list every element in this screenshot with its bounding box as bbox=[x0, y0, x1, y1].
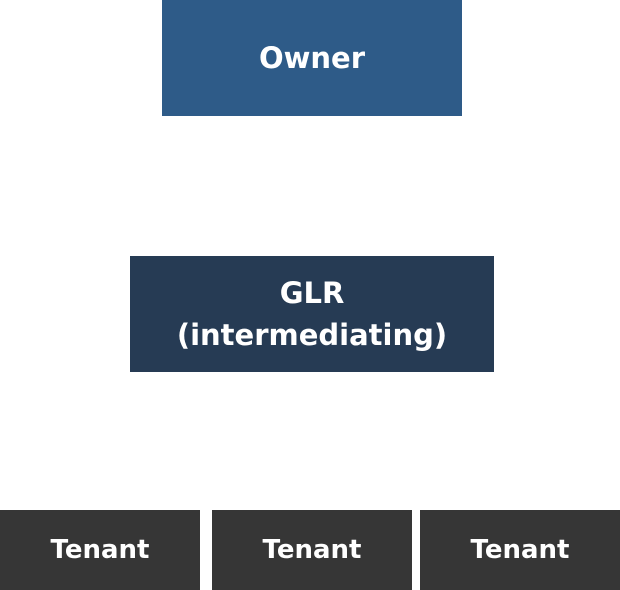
tenant-label: Tenant bbox=[470, 535, 570, 565]
owner-box: Owner bbox=[162, 0, 462, 116]
tenant-box-1: Tenant bbox=[0, 510, 200, 590]
owner-label: Owner bbox=[258, 41, 366, 75]
tenant-box-2: Tenant bbox=[212, 510, 412, 590]
glr-box: GLR (intermediating) bbox=[130, 256, 494, 372]
tenant-label: Tenant bbox=[50, 535, 150, 565]
glr-sublabel: (intermediating) bbox=[176, 318, 448, 352]
tenant-label: Tenant bbox=[262, 535, 362, 565]
tenant-box-3: Tenant bbox=[420, 510, 620, 590]
glr-label: GLR bbox=[279, 276, 345, 310]
